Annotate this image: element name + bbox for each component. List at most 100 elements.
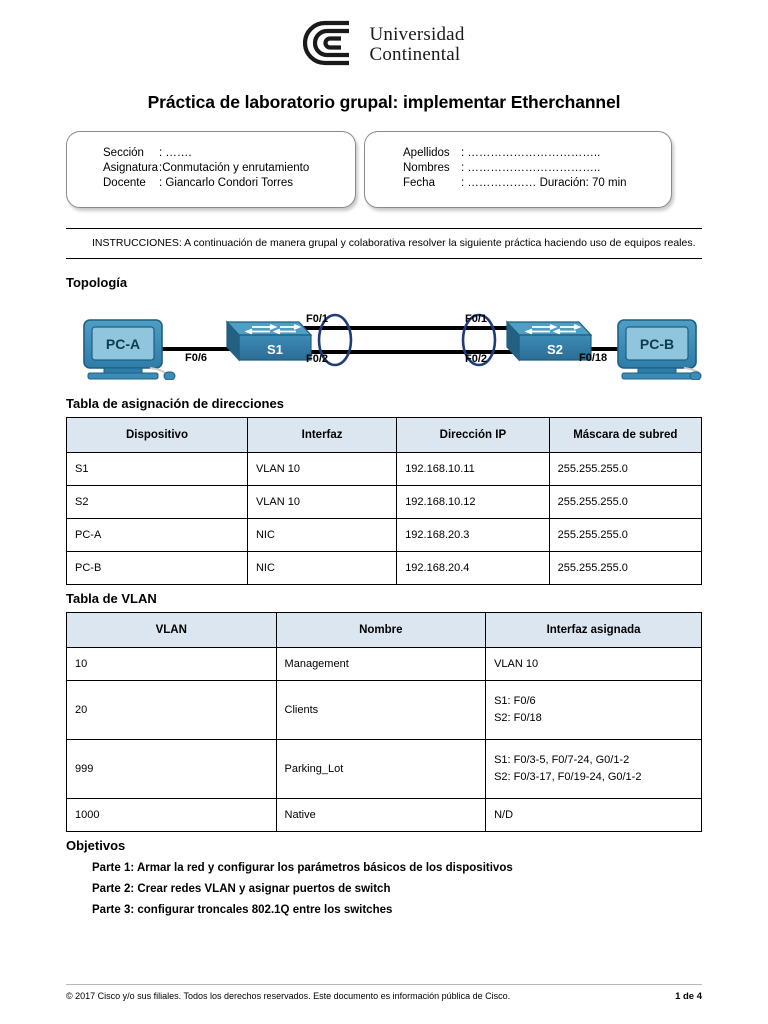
cell-ip: 192.168.10.11	[396, 452, 550, 486]
interfaz-line: N/D	[494, 808, 514, 821]
cell-vlan-nombre: Parking_Lot	[275, 739, 487, 799]
cell-dispositivo: PC-A	[66, 518, 248, 552]
table-row: PC-A NIC 192.168.20.3 255.255.255.0	[66, 518, 703, 552]
col-interfaz-asignada: Interfaz asignada	[485, 612, 702, 648]
footer-page-number: 1 de 4	[675, 991, 702, 1002]
device-s2: S2	[505, 320, 593, 362]
objetivo-parte-1: Parte 1: Armar la red y configurar los p…	[92, 862, 513, 874]
instructions-block: INSTRUCCIONES: A continuación de manera …	[66, 228, 702, 259]
objetivos-section: Objetivos Parte 1: Armar la red y config…	[66, 838, 702, 916]
cell-dispositivo: PC-B	[66, 551, 248, 585]
port-label-s1-top: F0/1	[306, 313, 328, 325]
label-seccion: Sección	[103, 147, 144, 159]
info-row-nombres: Nombres : ……………………………..	[375, 161, 661, 176]
interfaz-line: S1: F0/3-5, F0/7-24, G0/1-2	[494, 754, 630, 766]
cell-interfaz: NIC	[246, 518, 398, 552]
cell-vlan-id: 1000	[66, 798, 277, 832]
cell-dispositivo: S1	[66, 452, 248, 486]
table-header-row: Dispositivo Interfaz Dirección IP Máscar…	[66, 417, 703, 453]
port-label-s2-bottom: F0/2	[465, 353, 487, 365]
label-apellidos: Apellidos	[403, 147, 450, 159]
cell-vlan-id: 20	[66, 680, 277, 740]
svg-text:PC-A: PC-A	[106, 336, 140, 352]
cell-vlan-nombre: Management	[275, 647, 487, 681]
device-s1: S1	[225, 320, 313, 362]
table-row: 1000 Native N/D	[66, 798, 702, 832]
cell-interfaz: VLAN 10	[246, 485, 398, 519]
info-boxes: Sección : ……. Asignatura :Conmutación y …	[66, 131, 702, 208]
vlan-table: VLAN Nombre Interfaz asignada 10 Managem…	[66, 612, 702, 832]
cell-vlan-id: 10	[66, 647, 277, 681]
value-nombres[interactable]: : ……………………………..	[461, 162, 601, 174]
port-label-pca-s1: F0/6	[185, 352, 207, 364]
value-docente: : Giancarlo Condori Torres	[159, 177, 294, 189]
label-docente: Docente	[103, 177, 146, 189]
table-row: S1 VLAN 10 192.168.10.11 255.255.255.0	[66, 452, 703, 486]
value-asignatura: :Conmutación y enrutamiento	[159, 162, 310, 174]
cell-ip: 192.168.20.3	[396, 518, 550, 552]
cell-vlan-id: 999	[66, 739, 277, 799]
interfaz-line: S1: F0/6	[494, 695, 536, 707]
brand-name-line2: Continental	[369, 44, 461, 65]
vlan-table-heading: Tabla de VLAN	[66, 591, 157, 606]
port-label-s1-bottom: F0/2	[306, 353, 328, 365]
topology-heading: Topología	[66, 275, 128, 290]
footer-copyright: © 2017 Cisco y/o sus filiales. Todos los…	[66, 991, 511, 1001]
value-apellidos[interactable]: : ……………………………..	[461, 147, 601, 159]
cell-ip: 192.168.20.4	[396, 551, 550, 585]
interfaz-line: S2: F0/3-17, F0/19-24, G0/1-2	[494, 771, 642, 783]
col-nombre: Nombre	[275, 612, 487, 648]
objetivo-parte-3: Parte 3: configurar troncales 802.1Q ent…	[92, 904, 393, 916]
info-row-seccion: Sección : …….	[77, 146, 345, 161]
brand-name: Universidad Continental	[369, 25, 464, 65]
address-assignment-table: Dispositivo Interfaz Dirección IP Máscar…	[66, 417, 703, 585]
port-label-s2-top: F0/1	[465, 313, 487, 325]
device-pc-a: PC-A	[83, 319, 176, 380]
svg-text:PC-B: PC-B	[640, 336, 674, 352]
table-row: 10 Management VLAN 10	[66, 647, 702, 681]
table-row: PC-B NIC 192.168.20.4 255.255.255.0	[66, 551, 703, 585]
col-vlan: VLAN	[66, 612, 277, 648]
info-row-docente: Docente : Giancarlo Condori Torres	[77, 176, 345, 191]
cell-vlan-interfaz: S1: F0/3-5, F0/7-24, G0/1-2 S2: F0/3-17,…	[485, 739, 702, 799]
cell-mask: 255.255.255.0	[548, 485, 703, 519]
device-pc-b: PC-B	[617, 319, 702, 380]
cell-interfaz: NIC	[246, 551, 398, 585]
topology-diagram: PC-A S1	[66, 302, 702, 380]
cell-vlan-interfaz: N/D	[485, 798, 702, 832]
svg-text:S2: S2	[547, 342, 563, 357]
label-fecha: Fecha	[403, 177, 435, 189]
cell-vlan-nombre: Clients	[275, 680, 487, 740]
address-table-heading: Tabla de asignación de direcciones	[66, 396, 284, 411]
interfaz-line: VLAN 10	[494, 657, 539, 670]
col-mascara-subred: Máscara de subred	[548, 417, 703, 453]
value-seccion: : …….	[159, 147, 192, 159]
universidad-continental-logo-icon	[303, 20, 357, 71]
value-fecha[interactable]: : ……………… Duración: 70 min	[461, 177, 627, 189]
cell-mask: 255.255.255.0	[548, 452, 703, 486]
col-interfaz: Interfaz	[246, 417, 398, 453]
col-dispositivo: Dispositivo	[66, 417, 248, 453]
col-direccion-ip: Dirección IP	[396, 417, 550, 453]
cell-mask: 255.255.255.0	[548, 551, 703, 585]
cell-interfaz: VLAN 10	[246, 452, 398, 486]
cell-vlan-nombre: Native	[275, 798, 487, 832]
port-label-s2-pcb: F0/18	[579, 352, 607, 364]
info-row-fecha: Fecha : ……………… Duración: 70 min	[375, 176, 661, 191]
page-footer: © 2017 Cisco y/o sus filiales. Todos los…	[66, 984, 702, 1002]
cell-ip: 192.168.10.12	[396, 485, 550, 519]
interfaz-line: S2: F0/18	[494, 712, 542, 724]
objetivos-heading: Objetivos	[66, 838, 126, 853]
page-title: Práctica de laboratorio grupal: implemen…	[147, 92, 621, 112]
label-asignatura: Asignatura	[103, 162, 158, 174]
cell-vlan-interfaz: S1: F0/6 S2: F0/18	[485, 680, 702, 740]
table-row: 20 Clients S1: F0/6 S2: F0/18	[66, 680, 702, 740]
table-header-row: VLAN Nombre Interfaz asignada	[66, 612, 702, 648]
cell-mask: 255.255.255.0	[548, 518, 703, 552]
objetivo-parte-2: Parte 2: Crear redes VLAN y asignar puer…	[92, 883, 391, 895]
cell-vlan-interfaz: VLAN 10	[485, 647, 702, 681]
brand-header: Universidad Continental	[66, 0, 702, 76]
label-nombres: Nombres	[403, 162, 450, 174]
table-row: S2 VLAN 10 192.168.10.12 255.255.255.0	[66, 485, 703, 519]
